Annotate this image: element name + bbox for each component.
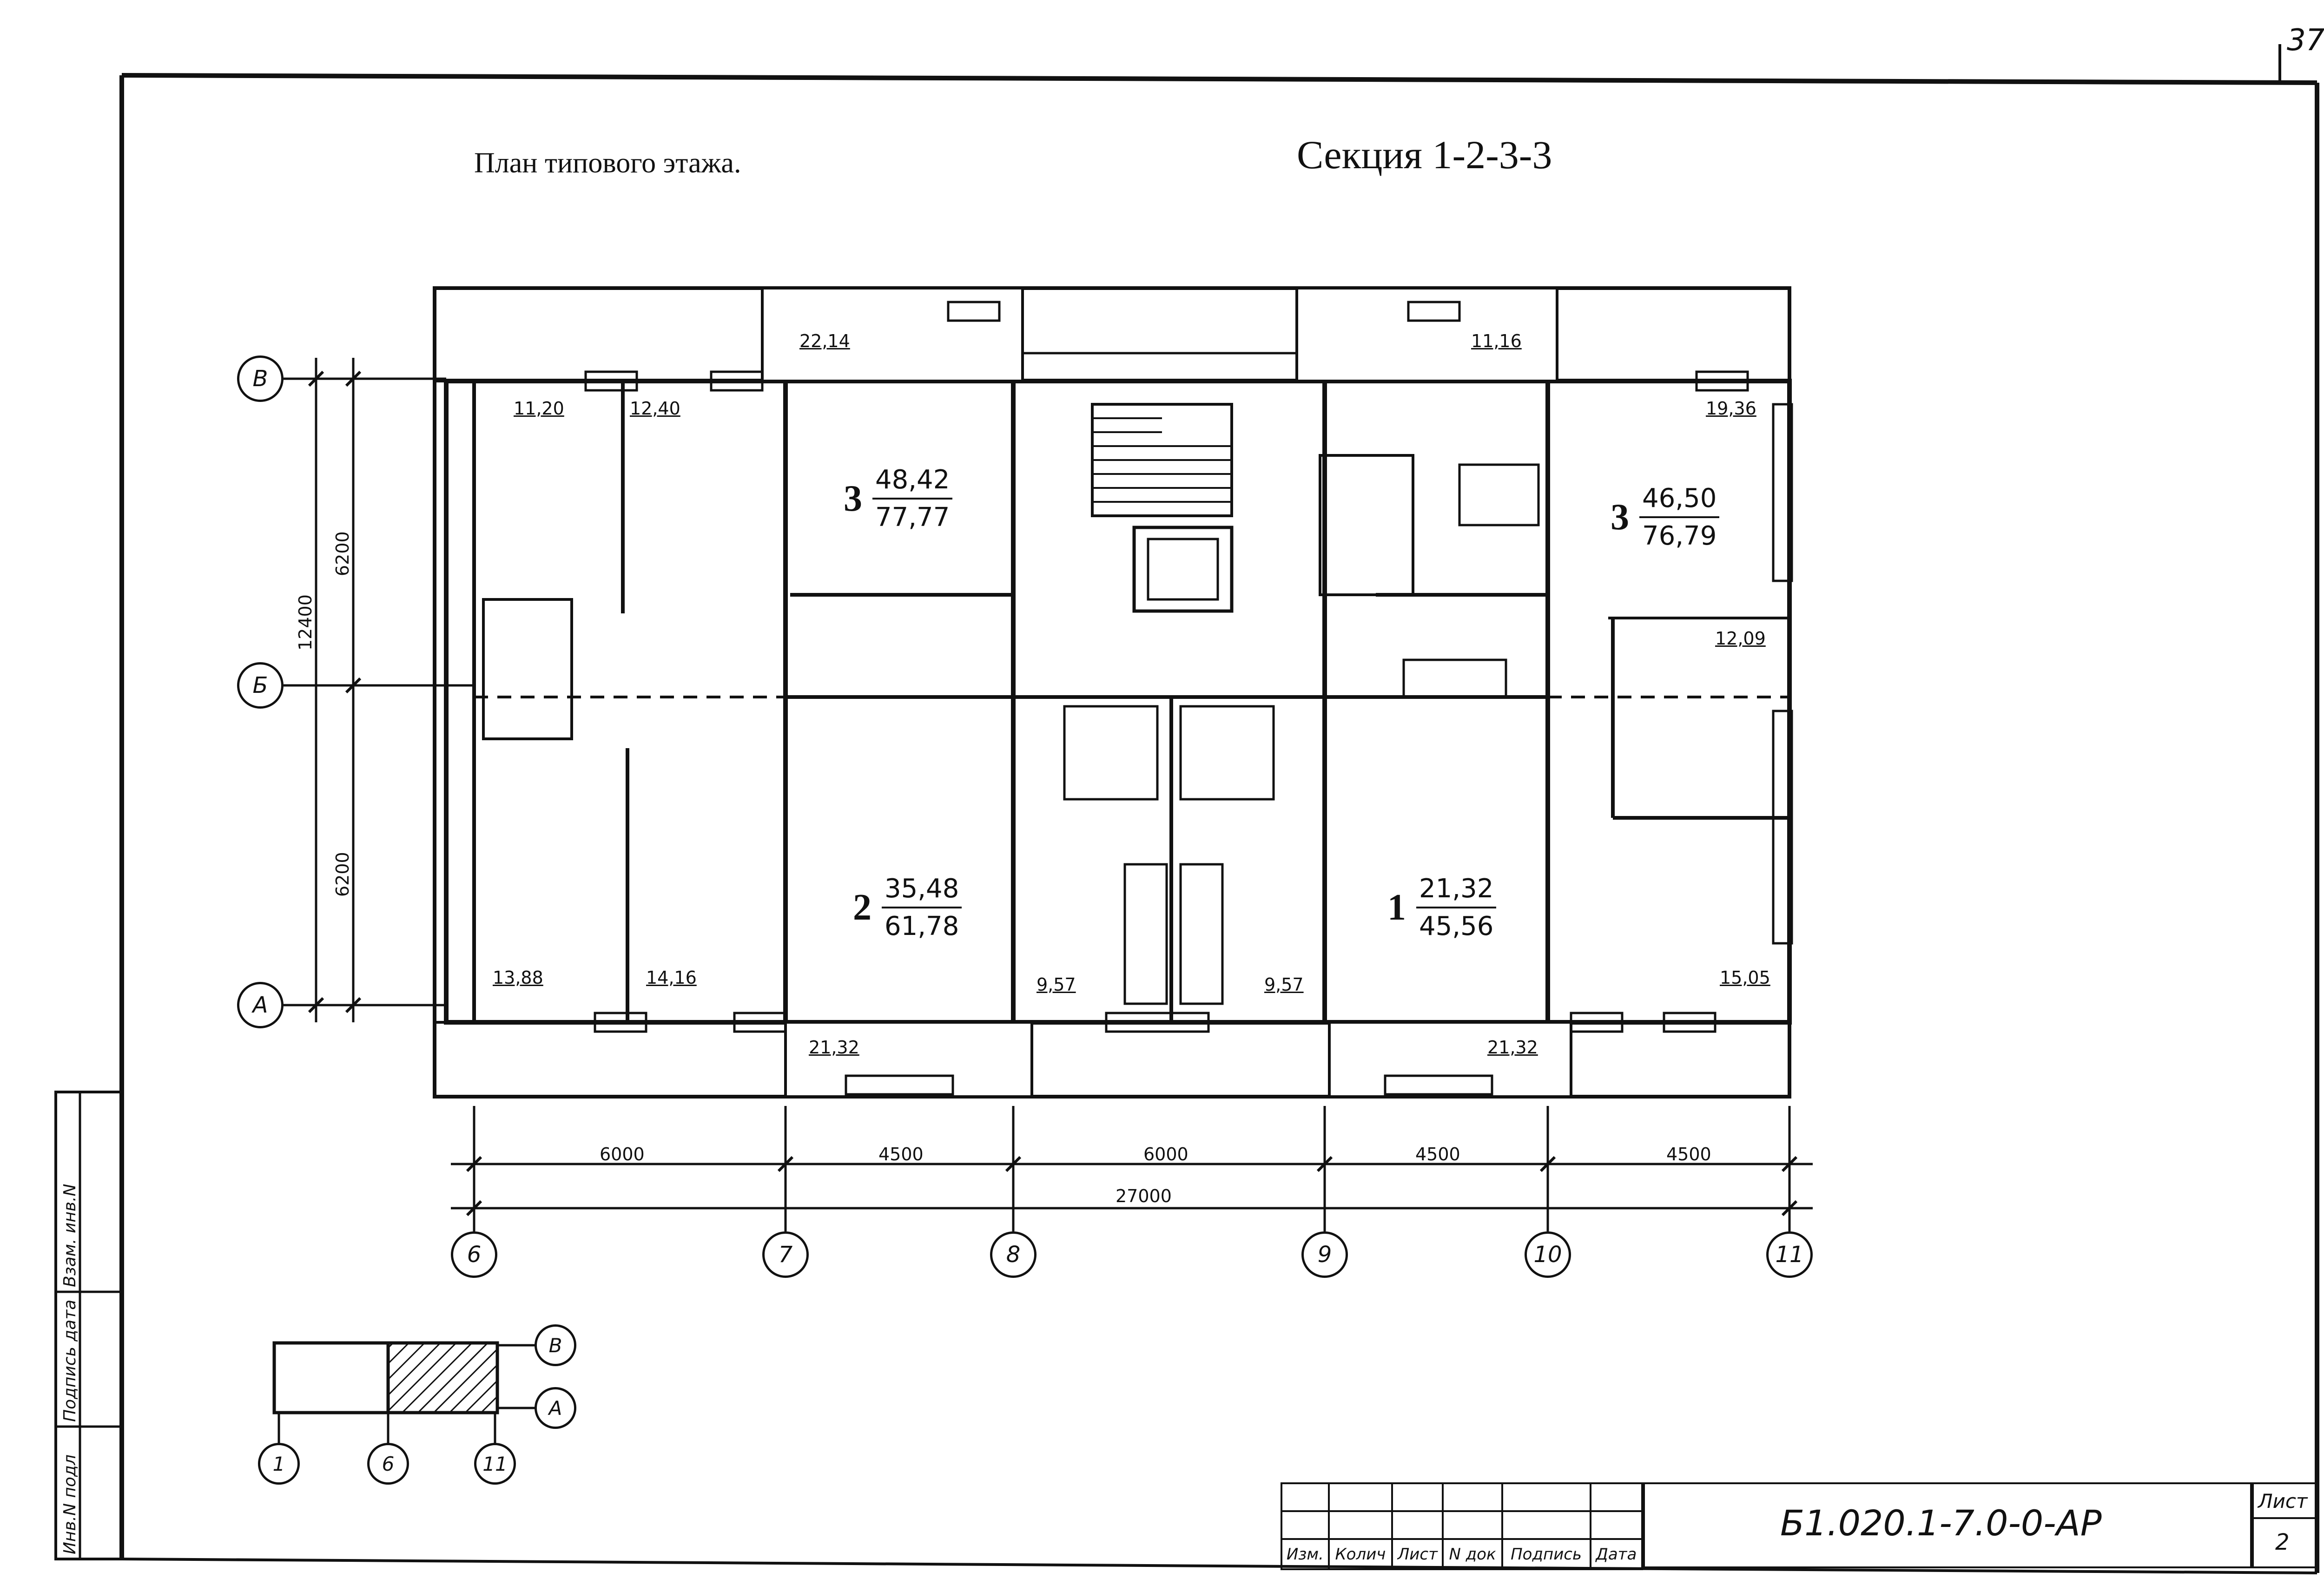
room-area: 15,05	[1720, 967, 1770, 988]
room-area: 21,32	[809, 1037, 859, 1058]
dim-horizontal-3: 6000	[1143, 1144, 1188, 1164]
key-plan-col-1: 1	[258, 1443, 300, 1485]
title-block-header: Изм.	[1281, 1538, 1330, 1570]
room-area: 13,88	[493, 967, 543, 988]
section-title: Секция 1-2-3-3	[1297, 132, 1552, 177]
dim-vertical-total: 12400	[295, 594, 316, 651]
key-plan-row-v: В	[535, 1324, 576, 1366]
key-plan-row-a: А	[535, 1387, 576, 1429]
title-block-sheet-divider	[2252, 1517, 2317, 1519]
room-area: 14,16	[646, 967, 697, 988]
title-block-header: Дата	[1589, 1538, 1644, 1570]
room-area: 9,57	[1037, 974, 1076, 995]
room-area: 12,40	[630, 398, 680, 419]
title-block-revisions: Изм. Колич Лист N док Подпись Дата	[1281, 1482, 1644, 1570]
axis-marker-row-b: Б	[237, 662, 284, 709]
dim-vertical-lower: 6200	[332, 852, 353, 897]
key-plan	[272, 1341, 537, 1445]
axis-marker-col-11: 11	[1766, 1231, 1813, 1278]
dim-horizontal-5: 4500	[1666, 1144, 1711, 1164]
side-stamp-inv-label: Инв.N подл	[60, 1454, 79, 1554]
axis-marker-col-9: 9	[1301, 1231, 1348, 1278]
key-plan-col-11: 11	[474, 1443, 516, 1485]
key-plan-col-6: 6	[367, 1443, 409, 1485]
document-code: Б1.020.1-7.0-0-АР	[1780, 1502, 2102, 1544]
room-area: 22,14	[799, 331, 850, 351]
dim-horizontal-total: 27000	[1116, 1186, 1172, 1206]
axis-marker-row-a: А	[237, 982, 284, 1028]
title-block-code-cell	[1643, 1482, 2252, 1568]
dim-horizontal-1: 6000	[600, 1144, 645, 1164]
title-block-header: Подпись	[1501, 1538, 1591, 1570]
title-block-header: N док	[1442, 1538, 1503, 1570]
room-area: 19,36	[1706, 398, 1756, 419]
title-block-sheet-cell	[2252, 1482, 2317, 1568]
sheet-number: 2	[2275, 1529, 2290, 1555]
corner-sheet-number: 37	[2287, 23, 2324, 58]
axis-marker-col-6: 6	[451, 1231, 497, 1278]
axis-marker-col-10: 10	[1525, 1231, 1571, 1278]
axis-marker-col-7: 7	[762, 1231, 809, 1278]
dim-vertical-upper: 6200	[332, 531, 353, 576]
room-area: 11,20	[514, 398, 564, 419]
side-stamp-frame	[54, 1091, 123, 1560]
room-area: 21,32	[1487, 1037, 1538, 1058]
sheet-label: Лист	[2258, 1490, 2308, 1513]
dim-horizontal-2: 4500	[878, 1144, 924, 1164]
floor-plan	[433, 286, 1793, 1099]
title-block-header: Лист	[1391, 1538, 1444, 1570]
side-stamp-sign-label: Подпись дата	[60, 1299, 79, 1422]
grid-axes	[284, 358, 1813, 1231]
room-area: 9,57	[1264, 974, 1304, 995]
axis-marker-col-8: 8	[990, 1231, 1037, 1278]
page-title: План типового этажа.	[474, 147, 741, 179]
axis-marker-row-v: В	[237, 355, 284, 402]
side-stamp-replace-label: Взам. инв.N	[60, 1184, 79, 1287]
title-block-header: Колич	[1327, 1538, 1393, 1570]
dim-horizontal-4: 4500	[1415, 1144, 1460, 1164]
room-area: 12,09	[1715, 628, 1766, 649]
room-area: 11,16	[1471, 331, 1522, 351]
